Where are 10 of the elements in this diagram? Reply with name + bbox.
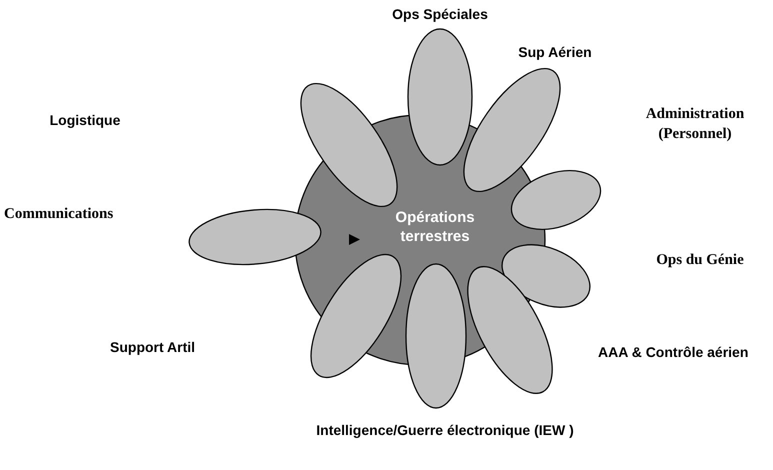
petal-label: Logistique bbox=[48, 111, 122, 130]
petal-label: Ops du Génie bbox=[655, 251, 745, 270]
petal-label: Support Artil bbox=[110, 338, 196, 357]
petal-label: AAA & Contrôle aérien bbox=[598, 343, 750, 362]
petal-label: Communications bbox=[4, 205, 114, 224]
petal-label: Administration (Personnel) bbox=[644, 105, 746, 144]
petal-label: Ops Spéciales bbox=[391, 5, 489, 24]
petal-label: Sup Aérien bbox=[517, 43, 593, 62]
hub-label: Opérations terrestres bbox=[394, 208, 476, 246]
petal-label: Intelligence/Guerre électronique (IEW ) bbox=[315, 421, 575, 440]
